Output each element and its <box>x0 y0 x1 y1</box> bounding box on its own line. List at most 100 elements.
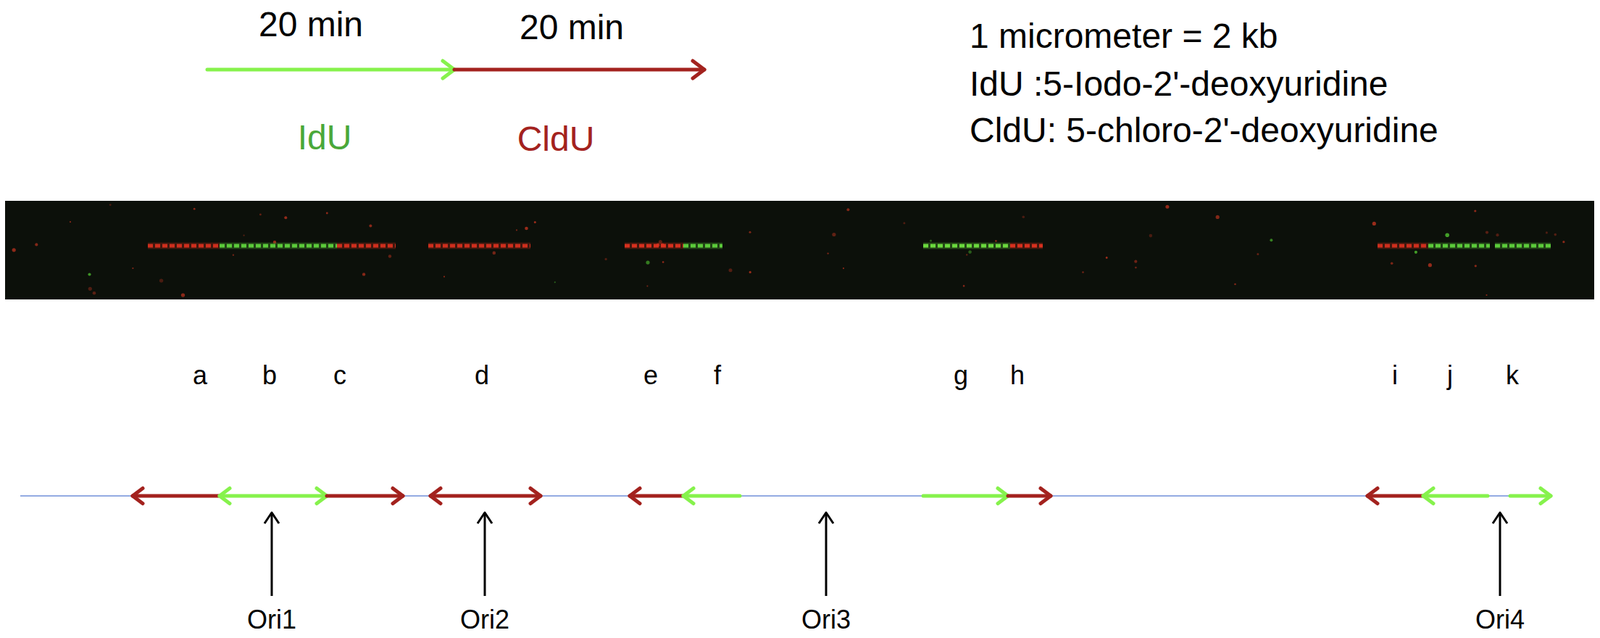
abbreviation-note: IdU :5-Iodo-2'-deoxyuridine <box>969 63 1388 104</box>
speckle <box>1390 262 1394 266</box>
arrow-shaft <box>132 494 220 498</box>
speckle <box>1495 233 1499 237</box>
speckle <box>1105 256 1108 259</box>
speckle <box>1414 250 1418 254</box>
speckle <box>554 281 556 283</box>
speckle <box>929 239 932 243</box>
origin-label: Ori2 <box>460 604 510 635</box>
fiber-glow <box>1428 242 1490 250</box>
fiber-segment <box>1377 244 1429 248</box>
fork-arrows <box>132 488 1551 504</box>
speckles <box>12 203 1566 298</box>
fiber-segment <box>1428 244 1490 248</box>
speckle <box>388 254 392 258</box>
speckle <box>88 286 93 291</box>
speckle <box>1474 264 1477 267</box>
origin-label: Ori4 <box>1475 604 1525 635</box>
duration-label: 20 min <box>519 7 624 48</box>
speckle <box>965 253 968 256</box>
fiber-segment <box>923 244 1011 248</box>
fork-letter: b <box>262 360 277 390</box>
origin-arrow-head <box>818 512 834 524</box>
fiber-segment <box>1010 244 1043 248</box>
fiber-segment <box>147 244 220 248</box>
speckle <box>963 284 966 287</box>
fiber-segment <box>428 244 531 248</box>
speckle <box>524 226 529 231</box>
speckle <box>1372 221 1377 226</box>
arrow-head <box>1423 488 1434 504</box>
speckle <box>1134 260 1137 264</box>
pulse-arrows <box>207 60 705 79</box>
fiber-glow <box>336 242 396 250</box>
arrow-shaft <box>430 494 541 498</box>
speckle <box>1256 252 1259 256</box>
fiber-glow <box>147 242 220 250</box>
arrow-head <box>692 60 705 79</box>
speckle <box>109 203 112 206</box>
duration-label: 20 min <box>258 4 364 45</box>
speckle <box>368 224 372 228</box>
label-idu: IdU <box>297 117 353 158</box>
arrow-shaft <box>1367 494 1424 498</box>
origin-arrow <box>271 513 274 596</box>
fiber-glow <box>683 242 723 250</box>
speckle <box>1444 232 1450 237</box>
arrow-shaft <box>207 68 455 72</box>
arrow-shaft <box>326 494 403 498</box>
speckle <box>728 268 733 272</box>
speckle <box>1554 233 1558 237</box>
fiber-glow <box>428 242 531 250</box>
speckle <box>232 254 235 256</box>
speckle <box>181 292 185 297</box>
origin-label: Ori1 <box>247 604 297 635</box>
speckle <box>1545 231 1548 234</box>
speckle <box>645 260 650 265</box>
speckle <box>646 285 648 287</box>
fork-letter: i <box>1392 360 1398 390</box>
label-cldu: CldU <box>517 118 595 159</box>
arrow-shaft <box>219 494 327 498</box>
fiber-glow <box>219 242 337 250</box>
speckle <box>662 260 665 264</box>
speckle <box>1215 215 1220 219</box>
origin-arrow-head <box>264 512 279 524</box>
arrow-head <box>132 488 143 504</box>
fork-letter: c <box>333 360 347 390</box>
fork-letter: e <box>643 360 658 390</box>
origin-arrow <box>1499 513 1502 596</box>
dna-line <box>20 494 1551 497</box>
arrow-shaft <box>1510 494 1551 498</box>
arrow-head <box>1540 488 1551 504</box>
arrow-head <box>530 488 541 504</box>
speckle <box>1269 238 1273 242</box>
arrow-shaft <box>1007 494 1051 498</box>
speckle <box>243 234 245 237</box>
speckle <box>968 250 972 254</box>
fork-letter: a <box>192 360 208 390</box>
origin-arrow-head <box>477 512 493 524</box>
speckle <box>492 251 497 256</box>
speckle <box>831 232 836 237</box>
speckle <box>443 276 445 278</box>
origin-label: Ori3 <box>801 604 851 635</box>
fiber-segment <box>219 244 337 248</box>
abbreviation-note: CldU: 5-chloro-2'-deoxyuridine <box>969 110 1439 150</box>
speckle <box>605 257 608 261</box>
fork-letter: d <box>474 360 490 390</box>
speckle <box>92 291 97 295</box>
speckle <box>87 272 91 276</box>
arrow-shaft <box>454 68 705 72</box>
arrow-shaft <box>683 494 740 498</box>
fork-letter: h <box>1010 360 1025 390</box>
fiber-segment <box>683 244 723 248</box>
speckle <box>159 278 164 282</box>
speckle <box>1081 271 1085 274</box>
speckle <box>1134 266 1137 269</box>
arrow-shaft <box>923 494 1008 498</box>
speckle <box>1165 205 1169 209</box>
speckle <box>1234 283 1237 286</box>
speckle <box>534 221 537 224</box>
fork-letter: g <box>953 360 969 390</box>
fiber-glow <box>1377 242 1429 250</box>
